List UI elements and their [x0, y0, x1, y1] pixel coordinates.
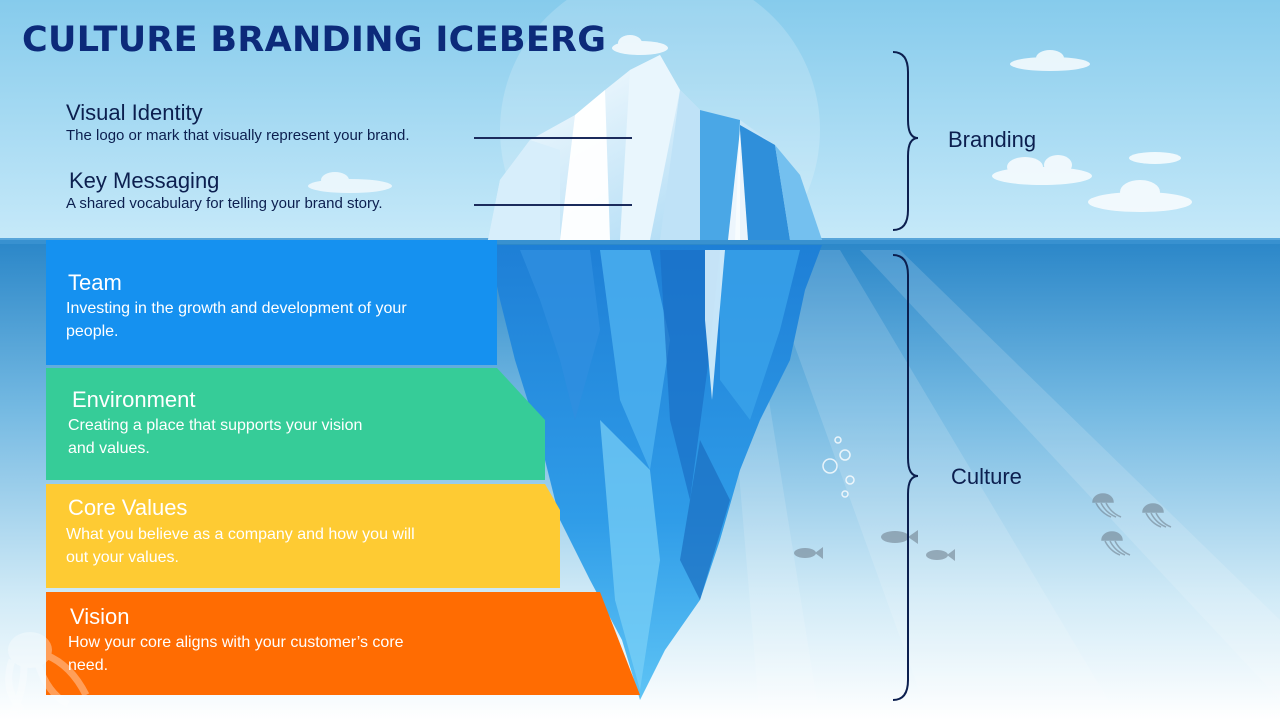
branding-label: Branding — [948, 127, 1037, 152]
item-description: A shared vocabulary for telling your bra… — [66, 195, 383, 212]
fish-icon — [926, 549, 955, 561]
item-description: The logo or mark that visually represent… — [66, 127, 410, 144]
jellyfish-icon — [1142, 503, 1172, 528]
leader-line — [474, 204, 632, 206]
iceberg-icon — [488, 55, 822, 700]
core-values-band — [46, 484, 560, 588]
cloud-icon — [612, 35, 668, 55]
vision-item: Vision How your core aligns with your cu… — [46, 592, 496, 695]
cloud-icon — [308, 172, 392, 193]
item-heading: Core Values — [68, 495, 188, 520]
team-item: Team Investing in the growth and develop… — [46, 240, 496, 365]
leader-line — [474, 137, 632, 139]
octopus-icon — [5, 632, 90, 720]
vision-band — [46, 592, 640, 695]
key-messaging-item: Key Messaging A shared vocabulary for te… — [66, 168, 383, 214]
item-description: Investing in the growth and development … — [66, 300, 407, 340]
item-heading: Vision — [70, 604, 130, 629]
item-description: What you believe as a company and how yo… — [66, 526, 415, 566]
cloud-icon — [1129, 152, 1181, 164]
environment-item: Environment Creating a place that suppor… — [46, 368, 496, 480]
item-heading: Key Messaging — [69, 168, 220, 193]
item-description: How your core aligns with your customer’… — [68, 634, 404, 674]
culture-bracket — [892, 254, 919, 701]
fish-icon — [881, 530, 918, 544]
cloud-icon — [1010, 50, 1090, 71]
jellyfish-icon — [1092, 493, 1122, 518]
item-description: Creating a place that supports your visi… — [68, 417, 363, 457]
item-heading: Visual Identity — [66, 100, 203, 125]
environment-band — [46, 368, 545, 480]
team-band — [46, 240, 497, 365]
branding-bracket — [892, 51, 919, 231]
culture-label: Culture — [951, 464, 1022, 489]
item-heading: Team — [68, 270, 122, 295]
jellyfish-icon — [1101, 531, 1131, 556]
cloud-icon — [1088, 180, 1192, 212]
cloud-icon — [992, 155, 1092, 185]
bubbles-icon — [822, 436, 855, 498]
item-heading: Environment — [72, 387, 196, 412]
fish-icon — [794, 547, 823, 559]
core-values-item: Core Values What you believe as a compan… — [46, 484, 496, 588]
page-title: CULTURE BRANDING ICEBERG — [22, 20, 607, 60]
visual-identity-item: Visual Identity The logo or mark that vi… — [66, 100, 410, 146]
